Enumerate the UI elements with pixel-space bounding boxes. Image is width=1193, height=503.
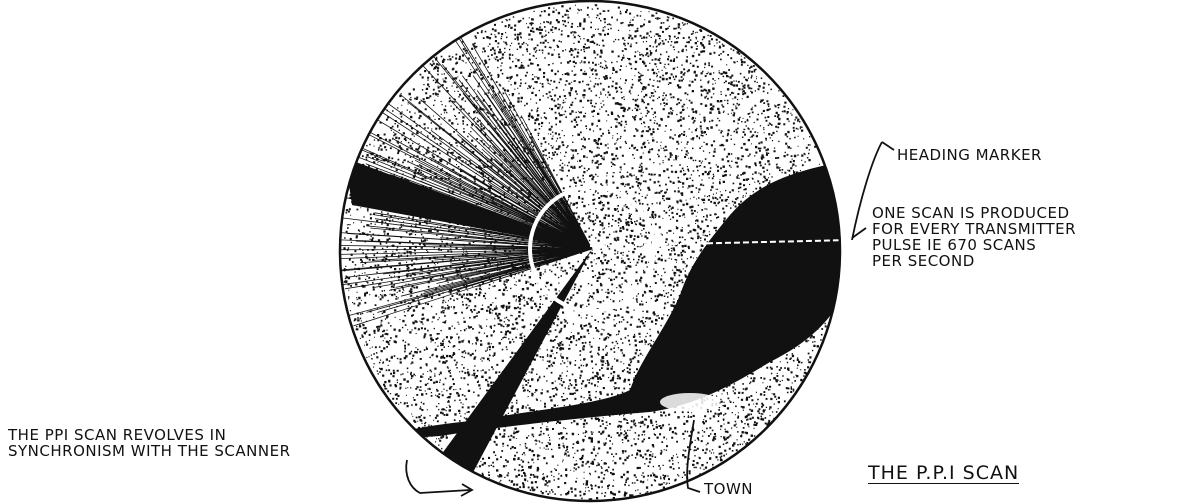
revolve-label-line-2: SYNCHRONISM WITH THE SCANNER — [8, 444, 291, 459]
scan-note-line-2: FOR EVERY TRANSMITTER — [872, 222, 1076, 237]
town-echo — [660, 393, 720, 411]
heading-marker-label: HEADING MARKER — [897, 148, 1042, 163]
revolve-label-line-1: THE PPI SCAN REVOLVES IN — [8, 428, 226, 443]
town-label: TOWN — [704, 482, 753, 497]
scan-note-line-1: ONE SCAN IS PRODUCED — [872, 206, 1070, 221]
diagram-title: THE P.P.I SCAN — [868, 466, 1019, 484]
scan-note-line-3: PULSE ie 670 SCANS — [872, 238, 1036, 253]
scan-note-line-4: PER SECOND — [872, 254, 975, 269]
heading-marker-leader-tick — [882, 142, 894, 150]
ppi-display — [324, 1, 857, 501]
